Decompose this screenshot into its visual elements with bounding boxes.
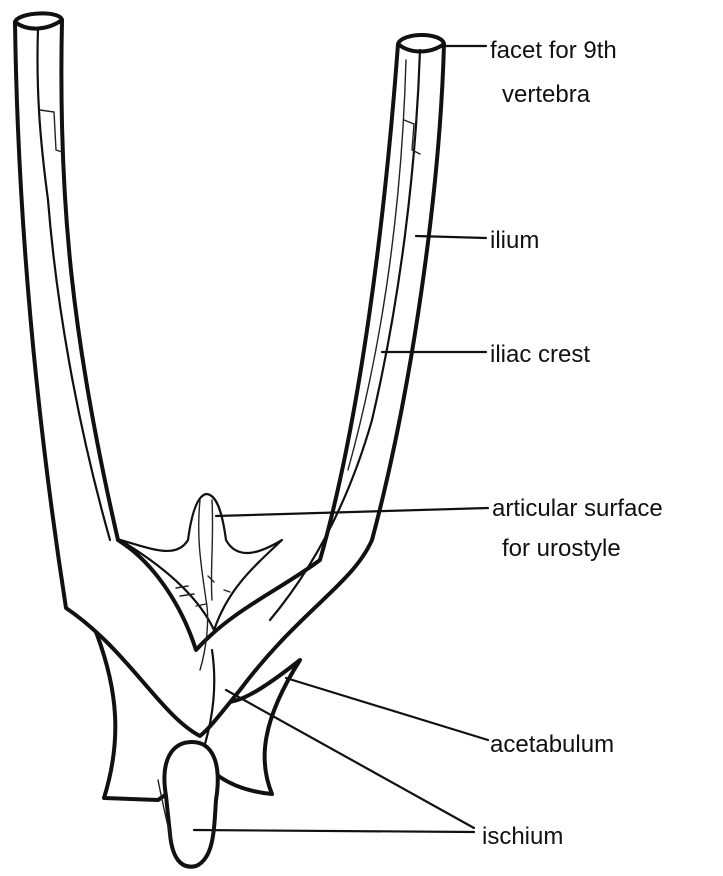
label-iliac-crest: iliac crest — [490, 341, 590, 368]
left-facet-cap — [15, 13, 62, 28]
label-ischium: ischium — [482, 823, 563, 850]
labels: facet for 9th vertebra ilium iliac crest… — [482, 37, 663, 850]
ilium-pair-outline — [15, 20, 444, 736]
label-articular-line1: articular surface — [492, 495, 663, 522]
label-acetabulum: acetabulum — [490, 731, 614, 758]
leader-acetabulum — [286, 678, 488, 740]
leader-ischium-lower — [194, 830, 474, 832]
label-facet-line2: vertebra — [502, 81, 591, 108]
label-ilium: ilium — [490, 227, 539, 254]
label-facet-line1: facet for 9th — [490, 37, 617, 64]
urostyle-groove-2 — [211, 500, 212, 600]
ischium-lobe — [164, 742, 217, 867]
label-articular-line2: for urostyle — [502, 535, 621, 562]
pelvic-girdle-drawing — [15, 13, 444, 866]
right-facet-cap — [398, 35, 444, 52]
